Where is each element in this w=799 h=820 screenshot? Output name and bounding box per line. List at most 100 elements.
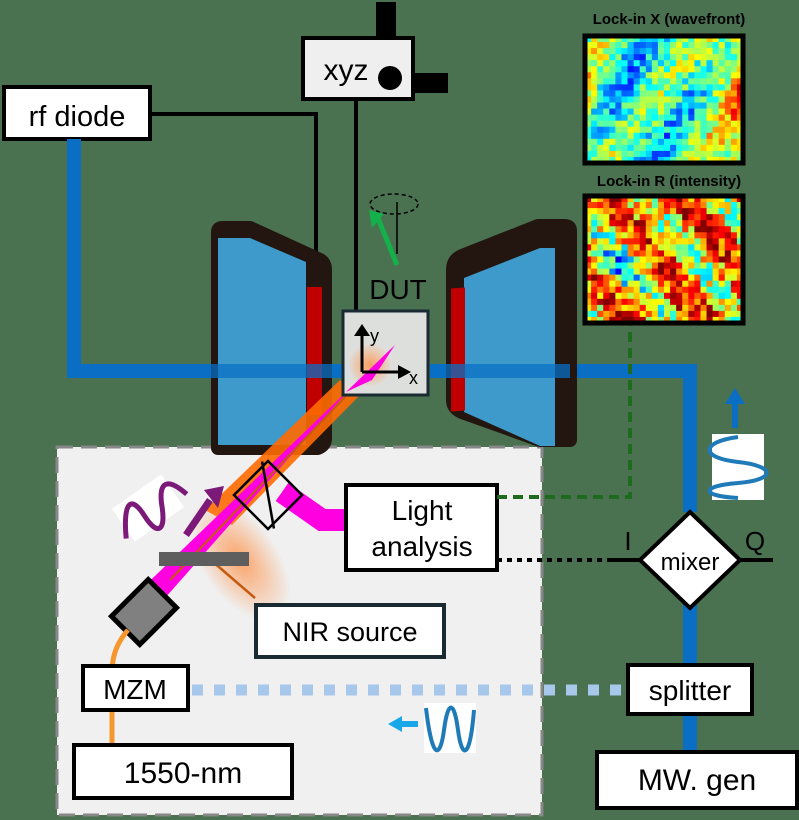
heatmap-cell xyxy=(724,220,732,227)
heatmap-cell xyxy=(676,54,683,61)
heatmap-cell xyxy=(736,120,744,128)
splitter-label: splitter xyxy=(649,675,731,706)
heatmap-cell xyxy=(718,126,726,134)
heatmap-cell xyxy=(645,42,653,49)
heatmap-cell xyxy=(645,268,653,276)
heatmap-cell xyxy=(736,202,744,209)
mzm-box[interactable]: MZM xyxy=(81,664,190,712)
laser-1550-box[interactable]: 1550-nm xyxy=(72,743,294,800)
heatmap-cell xyxy=(712,144,720,152)
heatmap-cell xyxy=(724,156,732,164)
splitter-box[interactable]: splitter xyxy=(626,663,754,716)
heatmap-cell xyxy=(712,262,720,269)
heatmap-cell xyxy=(688,292,695,300)
heatmap-cell xyxy=(633,90,641,97)
heatmap-cell xyxy=(591,114,598,122)
heatmap-cell xyxy=(609,150,616,158)
heatmap-cell xyxy=(609,274,616,282)
heatmap-cell xyxy=(585,208,592,215)
heatmap-cell xyxy=(706,138,714,146)
heatmap-cell xyxy=(718,108,726,116)
heatmap-cell xyxy=(670,220,677,227)
heatmap-cell xyxy=(621,66,628,73)
heatmap-cell xyxy=(700,48,707,55)
heatmap-cell xyxy=(627,138,635,146)
heatmap-cell xyxy=(645,310,653,318)
heatmap-cell xyxy=(676,310,683,318)
heatmap-cell xyxy=(736,48,744,55)
heatmap-cell xyxy=(724,238,732,245)
heatmap-cell xyxy=(621,36,628,43)
heatmap-cell xyxy=(657,66,665,73)
heatmap-cell xyxy=(664,232,671,239)
heatmap-cell xyxy=(651,72,659,79)
heatmap-cell xyxy=(676,132,683,140)
heatmap-cell xyxy=(670,66,677,73)
heatmap-cell xyxy=(633,304,641,312)
mw-gen-box[interactable]: MW. gen xyxy=(595,750,799,810)
heatmap-cell xyxy=(724,114,732,122)
heatmap-cell xyxy=(688,202,695,209)
rf-diode-box[interactable]: rf diode xyxy=(2,85,152,141)
heatmap-cell xyxy=(621,48,628,55)
heatmap-cell xyxy=(591,220,598,227)
heatmap-cell xyxy=(645,262,653,269)
heatmap-cell xyxy=(706,244,714,251)
heatmap-cell xyxy=(694,60,701,67)
heatmap-cell xyxy=(621,256,628,263)
heatmap-cell xyxy=(712,120,720,128)
heatmap-cell xyxy=(718,316,726,324)
heatmap-cell xyxy=(633,102,641,109)
dut-box[interactable]: y x xyxy=(341,309,430,397)
heatmap-cell xyxy=(657,84,665,91)
xyz-stage[interactable]: xyz xyxy=(301,2,448,101)
heatmap-cell xyxy=(615,292,622,300)
heatmap-cell xyxy=(724,232,732,239)
heatmap-cell xyxy=(591,120,598,128)
heatmap-cell xyxy=(670,292,677,300)
heatmap-cell xyxy=(639,48,647,55)
heatmap-cell xyxy=(718,90,726,97)
heatmap-cell xyxy=(706,48,714,55)
heatmap-cell xyxy=(621,144,628,152)
heatmap-cell xyxy=(615,196,622,203)
heatmap-cell xyxy=(694,48,701,55)
heatmap-cell xyxy=(718,60,726,67)
heatmap-cell xyxy=(639,238,647,245)
heatmap-cell xyxy=(591,208,598,215)
heatmap-cell xyxy=(621,120,628,128)
heatmap-cell xyxy=(730,196,738,203)
heatmap-cell xyxy=(700,126,707,134)
heatmap-cell xyxy=(633,262,641,269)
heatmap-cell xyxy=(736,250,744,257)
heatmap-cell xyxy=(682,108,689,116)
heatmap-cell xyxy=(639,84,647,91)
heatmap-cell xyxy=(724,292,732,300)
heatmap-cell xyxy=(664,298,671,306)
heatmap-cell xyxy=(615,298,622,306)
heatmap-cell xyxy=(633,196,641,203)
heatmap-cell xyxy=(651,196,659,203)
heatmap-cell xyxy=(603,138,610,146)
heatmap-cell xyxy=(651,274,659,282)
heatmap-cell xyxy=(688,262,695,269)
heatmap-cell xyxy=(736,108,744,116)
heatmap-cell xyxy=(730,238,738,245)
heatmap-cell xyxy=(700,102,707,109)
heatmap-cell xyxy=(657,96,665,103)
heatmap-cell xyxy=(585,256,592,263)
heatmap-cell xyxy=(615,208,622,215)
mw-gen-label: MW. gen xyxy=(638,764,756,797)
heatmap-cell xyxy=(597,126,604,134)
mixer[interactable]: mixer xyxy=(637,509,743,611)
heatmap-cell xyxy=(724,120,732,128)
heatmap-cell xyxy=(670,238,677,245)
heatmap-cell xyxy=(633,48,641,55)
heatmap-cell xyxy=(621,292,628,300)
heatmap-cell xyxy=(694,232,701,239)
heatmap-cell xyxy=(664,90,671,97)
light-analysis-box[interactable]: Light analysis xyxy=(344,483,499,572)
heatmap-cell xyxy=(682,144,689,152)
nir-source-box[interactable]: NIR source xyxy=(254,603,446,659)
heatmap-cell xyxy=(657,126,665,134)
